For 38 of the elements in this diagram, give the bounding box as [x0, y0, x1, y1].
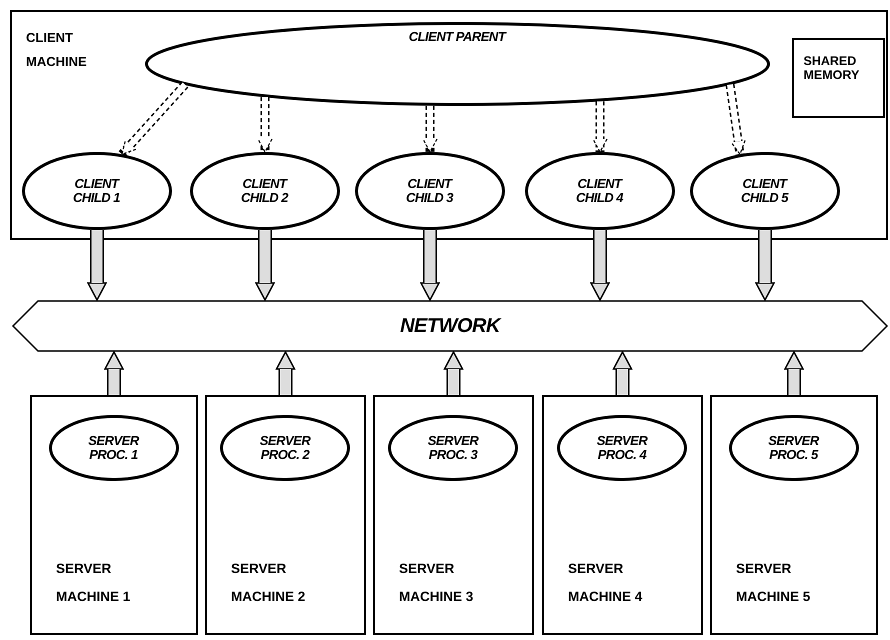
machine-box [10, 10, 888, 240]
node-label: CLIENT CHILD 2 [240, 176, 290, 204]
node-label: CLIENT MACHINE [26, 29, 88, 71]
node-label: SERVER MACHINE 3 [399, 560, 474, 606]
server-box [373, 395, 534, 635]
node-label: CLIENT CHILD 1 [72, 176, 122, 204]
network-bar [12, 300, 888, 352]
server-box [30, 395, 198, 635]
server-box [542, 395, 703, 635]
process-ellipse [22, 152, 172, 230]
process-ellipse [690, 152, 840, 230]
node-label: SERVER MACHINE 1 [56, 560, 132, 606]
node-label: SERVER PROC. 5 [767, 434, 820, 462]
process-ellipse [48, 414, 178, 480]
node-label: SERVER MACHINE 4 [568, 560, 644, 606]
process-ellipse [354, 152, 504, 230]
process-ellipse [728, 414, 858, 480]
node-label: SERVER PROC. 2 [258, 434, 312, 462]
node-label: CLIENT CHILD 5 [740, 176, 790, 204]
node-label: CLIENT PARENT [408, 30, 508, 44]
memory-box [792, 38, 884, 118]
node-label: SERVER PROC. 3 [426, 434, 480, 462]
node-label: SERVER PROC. 4 [596, 434, 649, 462]
node-label: CLIENT CHILD 3 [404, 176, 454, 204]
node-label: SERVER PROC. 1 [87, 434, 140, 462]
server-box [710, 395, 878, 635]
node-label: SHARED MEMORY [804, 54, 860, 82]
process-ellipse [557, 414, 687, 480]
process-ellipse [524, 152, 674, 230]
process-ellipse [144, 22, 770, 106]
node-label: NETWORK [400, 315, 500, 337]
node-label: CLIENT CHILD 4 [574, 176, 624, 204]
node-label: SERVER MACHINE 5 [736, 560, 812, 606]
node-label: SERVER MACHINE 2 [231, 560, 306, 606]
process-ellipse [388, 414, 518, 480]
process-ellipse [220, 414, 350, 480]
process-ellipse [190, 152, 340, 230]
server-box [205, 395, 366, 635]
